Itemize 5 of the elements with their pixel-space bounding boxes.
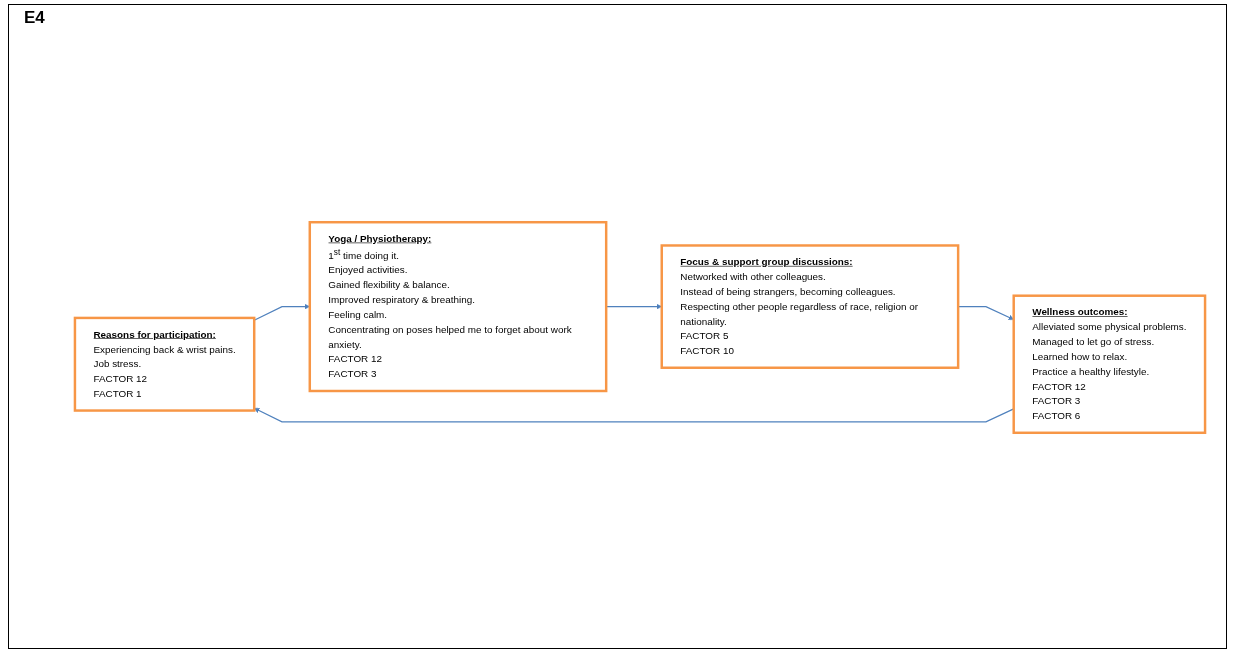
- node-box: Yoga / Physiotherapy: 1$^{st}$ time doing it. Enjoyed activities. Gained flexibility & balance. Improved respiratory & breathing. Feeling calm. Concentrating on poses helped me to forget about work anxiety. FACTOR 12 FACTOR 3: [308, 221, 608, 393]
- node-box: Wellness outcomes: Alleviated some physical problems. Managed to let go of stress. Learned how to relax. Practice a healthy lifestyle. FACTOR 12 FACTOR 3 FACTOR 6: [1012, 294, 1207, 434]
- node-box: Focus & support group discussions: Networked with other colleagues. Instead of being strangers, becoming colleagues. Respecting other people regardless of race, religion or nationality. FACTOR 5 FACTOR 10: [660, 244, 960, 369]
- node-box: Reasons for participation: Experiencing back & wrist pains. Job stress. FACTOR 12 FACTOR 1: [73, 316, 256, 412]
- panel-label: E4: [24, 8, 45, 28]
